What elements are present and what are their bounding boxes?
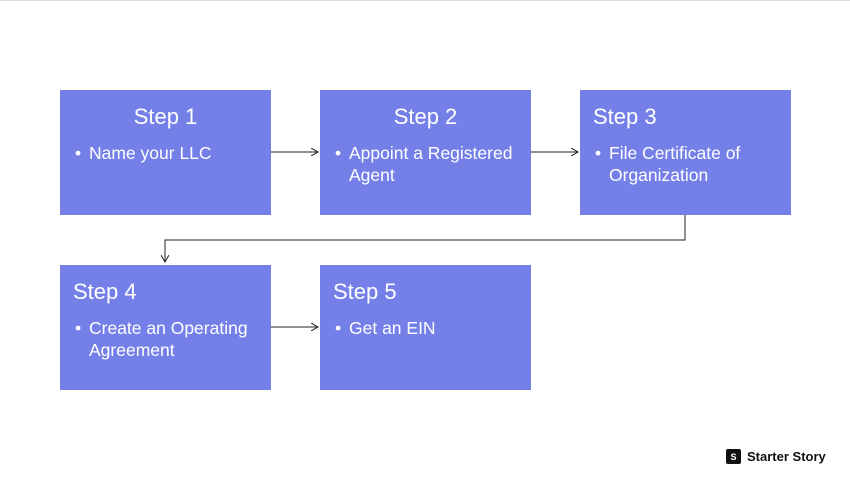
step-3-box: Step 3 • File Certificate of Organizatio… [580, 90, 791, 215]
step-5-box: Step 5 • Get an EIN [320, 265, 531, 390]
step-4-box: Step 4 • Create an Operating Agreement [60, 265, 271, 390]
step-3-item-text: File Certificate of Organization [609, 143, 741, 185]
arrow-step3-to-step4 [165, 215, 686, 262]
step-1-item-text: Name your LLC [89, 143, 212, 163]
step-5-title: Step 5 [333, 279, 397, 304]
step-1-title: Step 1 [133, 104, 198, 129]
step-2-title: Step 2 [393, 104, 458, 129]
bullet-icon: • [335, 143, 342, 163]
step-3-title: Step 3 [593, 104, 657, 129]
bullet-icon: • [75, 318, 82, 338]
step-1-box: Step 1 • Name your LLC [60, 90, 271, 215]
step-3-item: • File Certificate of Organization [595, 142, 785, 186]
step-5-item: • Get an EIN [335, 317, 525, 339]
step-1-item: • Name your LLC [75, 142, 265, 164]
top-divider [0, 0, 850, 1]
brand-watermark: S Starter Story [726, 449, 826, 464]
bullet-icon: • [75, 143, 82, 163]
starter-story-logo-icon: S [726, 449, 741, 464]
step-4-item: • Create an Operating Agreement [75, 317, 265, 361]
step-4-item-text: Create an Operating Agreement [89, 318, 248, 360]
step-2-item-text: Appoint a Registered Agent [349, 143, 513, 185]
bullet-icon: • [335, 318, 342, 338]
bullet-icon: • [595, 143, 602, 163]
step-2-item: • Appoint a Registered Agent [335, 142, 525, 186]
step-4-title: Step 4 [73, 279, 137, 304]
step-2-box: Step 2 • Appoint a Registered Agent [320, 90, 531, 215]
brand-name: Starter Story [747, 449, 826, 464]
step-5-item-text: Get an EIN [349, 318, 436, 338]
